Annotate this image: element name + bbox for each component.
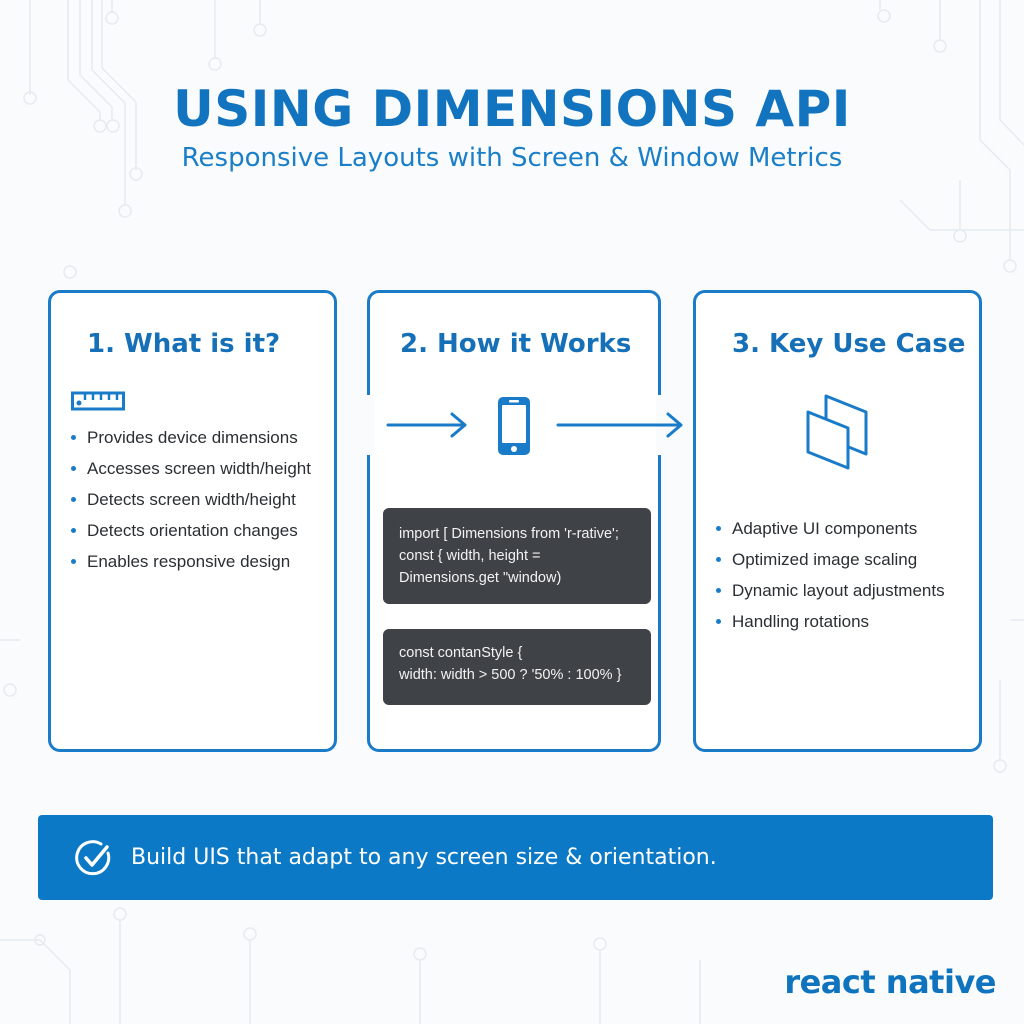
- card-title: 2. How it Works: [400, 329, 632, 359]
- code-block-import: import [ Dimensions from 'r-rative'; con…: [383, 508, 651, 604]
- card-how-it-works: 2. How it Works import [ Dimensions from…: [367, 290, 661, 752]
- list-item: Detects screen width/height: [69, 484, 311, 515]
- react-native-logo: react native: [784, 963, 996, 1001]
- border-gap: [366, 395, 374, 455]
- page-title: USING DIMENSIONS API: [173, 80, 851, 138]
- code-line: Dimensions.get "window): [399, 570, 562, 586]
- summary-banner: Build UIS that adapt to any screen size …: [38, 815, 993, 900]
- ruler-icon: [71, 391, 125, 411]
- smartphone-icon: [498, 397, 530, 455]
- card-key-use-case: 3. Key Use Case Adaptive UI components O…: [693, 290, 982, 752]
- list-item: Adaptive UI components: [714, 513, 945, 544]
- list-item: Accesses screen width/height: [69, 453, 311, 484]
- arrow-right-icon: [556, 412, 683, 438]
- code-line: const { width, height =: [399, 548, 541, 564]
- layers-icon: [806, 394, 868, 470]
- list-item: Provides device dimensions: [69, 422, 311, 453]
- code-line: width: width > 500 ? '50% : 100% }: [399, 667, 622, 683]
- code-line: import [ Dimensions from 'r-rative';: [399, 526, 619, 542]
- card-title: 3. Key Use Case: [732, 329, 966, 359]
- list-item: Optimized image scaling: [714, 544, 945, 575]
- code-line: const contanStyle {: [399, 645, 523, 661]
- arrow-right-icon: [386, 412, 467, 438]
- code-block-style: const contanStyle { width: width > 500 ?…: [383, 629, 651, 705]
- card-what-is-it: 1. What is it? Provides device dimension…: [48, 290, 337, 752]
- card-title: 1. What is it?: [87, 329, 281, 359]
- use-case-list: Adaptive UI components Optimized image s…: [714, 513, 945, 637]
- check-circle-icon: [75, 840, 111, 876]
- page-subtitle: Responsive Layouts with Screen & Window …: [181, 143, 843, 173]
- list-item: Handling rotations: [714, 606, 945, 637]
- list-item: Dynamic layout adjustments: [714, 575, 945, 606]
- list-item: Enables responsive design: [69, 546, 311, 577]
- banner-text: Build UIS that adapt to any screen size …: [131, 845, 717, 870]
- list-item: Detects orientation changes: [69, 515, 311, 546]
- feature-list: Provides device dimensions Accesses scre…: [69, 422, 311, 577]
